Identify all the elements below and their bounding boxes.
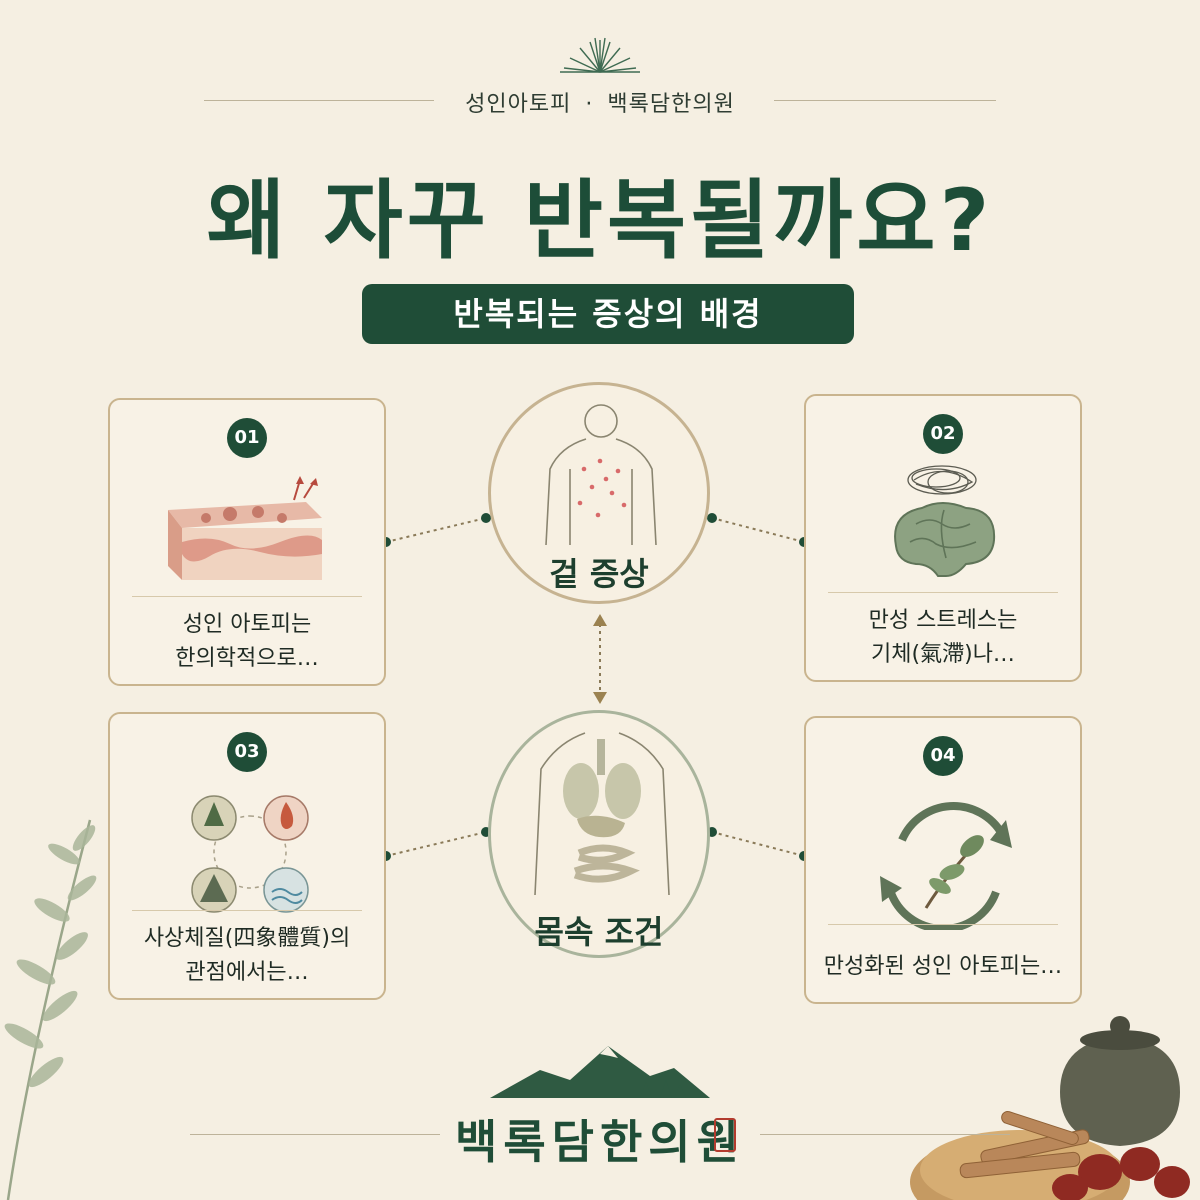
card-divider <box>828 924 1058 925</box>
footer-brand: 백록담한의원 <box>455 1115 745 1169</box>
outer-symptom-label: 겉 증상 <box>549 555 649 593</box>
skin-layer-icon <box>168 476 322 580</box>
internal-organs-icon <box>534 732 670 896</box>
card-line-1: 성인 아토피는 <box>182 612 312 637</box>
outer-symptom-oval: 겉 증상 <box>488 382 710 604</box>
mountain-logo-icon <box>490 1046 710 1098</box>
card-line-2: 관점에서는… <box>185 960 309 985</box>
card-line-2: 한의학적으로… <box>175 646 319 671</box>
footer-rule-right <box>760 1134 1010 1135</box>
card-line-2: 기체(氣滯)나… <box>871 642 1015 667</box>
card-divider <box>132 910 362 911</box>
body-skin-icon <box>545 404 657 546</box>
header-subtitle: 성인아토피 · 백록담한의원 <box>0 86 1200 118</box>
card-number-badge: 03 <box>227 732 267 772</box>
header-clinic: 백록담한의원 <box>607 92 735 117</box>
red-seal-icon <box>714 1118 736 1152</box>
leaf-branch-icon <box>4 819 97 1200</box>
brain-icon <box>894 465 996 577</box>
card-description: 사상체질(四象體質)의 관점에서는… <box>110 922 384 990</box>
inner-condition-oval: 몸속 조건 <box>488 710 710 958</box>
header-category: 성인아토피 <box>465 92 572 117</box>
card-number-badge: 04 <box>923 736 963 776</box>
card-description: 만성 스트레스는 기체(氣滯)나… <box>806 604 1080 672</box>
inner-condition-label: 몸속 조건 <box>534 913 664 951</box>
page-title: 왜 자꾸 반복될까요? <box>206 171 994 271</box>
four-elements-icon <box>191 795 309 913</box>
herbal-pot-icon <box>910 1016 1190 1200</box>
footer-rule-left <box>190 1134 440 1135</box>
card-line-1: 만성화된 성인 아토피는… <box>823 954 1063 979</box>
card-divider <box>132 596 362 597</box>
card-01: 01 성인 아토피는 한의학적으로… <box>108 398 386 686</box>
grass-ornament-icon <box>560 37 640 73</box>
card-number-badge: 02 <box>923 414 963 454</box>
subtitle-separator: · <box>585 92 594 117</box>
top-rule-left <box>204 100 434 101</box>
card-description: 만성화된 성인 아토피는… <box>806 950 1080 984</box>
card-03: 03 사상체질(四象體質)의 관점에서는… <box>108 712 386 1000</box>
card-02: 02 만성 스트레스는 기체(氣滯)나… <box>804 394 1082 682</box>
cycle-leaf-icon <box>880 802 1012 930</box>
card-line-1: 사상체질(四象體質)의 <box>143 926 351 951</box>
card-number-badge: 01 <box>227 418 267 458</box>
card-04: 04 만성화된 성인 아토피는… <box>804 716 1082 1004</box>
section-label: 반복되는 증상의 배경 <box>362 284 854 344</box>
top-rule-right <box>774 100 996 101</box>
card-description: 성인 아토피는 한의학적으로… <box>110 608 384 676</box>
card-line-1: 만성 스트레스는 <box>868 608 1018 633</box>
card-divider <box>828 592 1058 593</box>
